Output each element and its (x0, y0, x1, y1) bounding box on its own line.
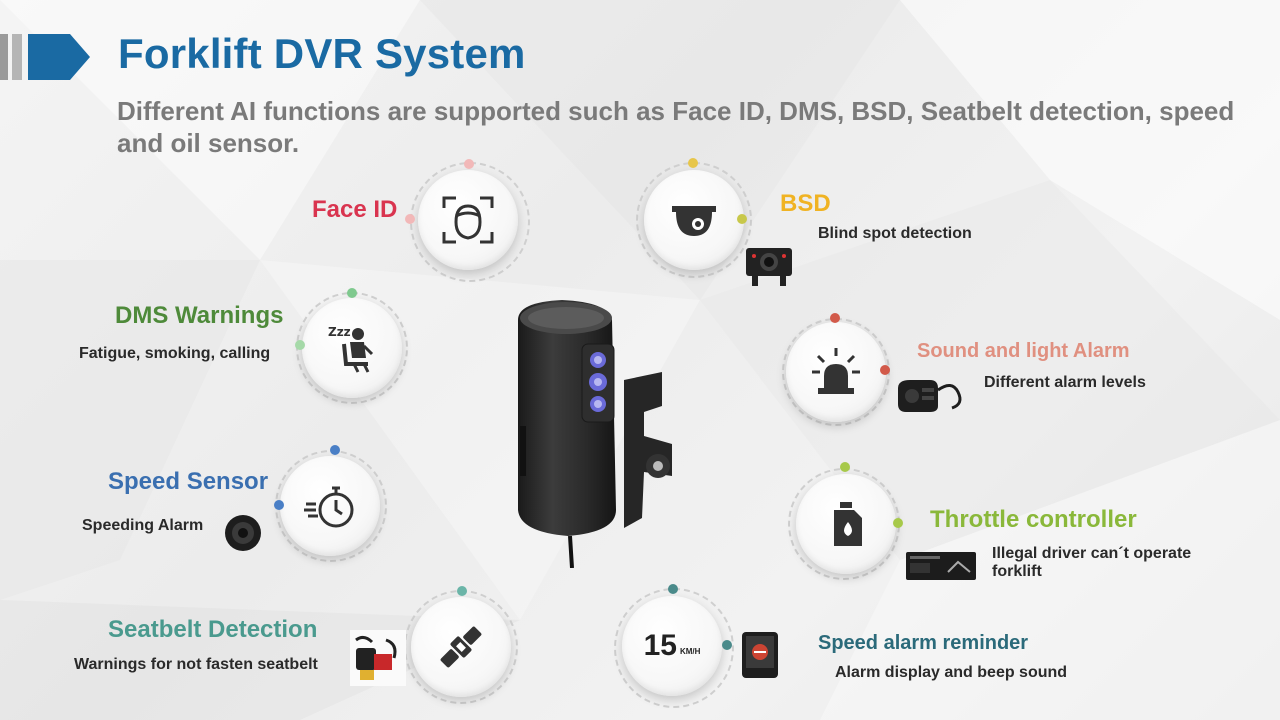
forklift-dvr-camera-image (518, 300, 672, 568)
throttle-controller-product-image (906, 552, 976, 580)
bsd-label: BSD (780, 190, 831, 217)
speed-sensor-label: Speed Sensor (108, 468, 269, 495)
header-accent-bar (0, 34, 8, 80)
speed-sensor-desc: Speeding Alarm (82, 517, 204, 534)
svg-text:Zzz: Zzz (328, 325, 351, 339)
alarm-light-icon (786, 322, 886, 422)
ring-dot (457, 586, 467, 596)
seatbelt-sensor-product-image (350, 630, 406, 686)
seatbelt-buckle-icon (411, 597, 511, 697)
ring-dot (893, 518, 903, 528)
ring-dot (880, 365, 890, 375)
stopwatch-icon (280, 456, 380, 556)
ring-dot (722, 640, 732, 650)
seatbelt-detection-label: Seatbelt Detection (108, 616, 318, 643)
ring-dot (840, 462, 850, 472)
dms-warnings-label: DMS Warnings (115, 302, 284, 329)
face-id-label: Face ID (312, 196, 398, 223)
ring-dot (668, 584, 678, 594)
seatbelt-detection-desc: Warnings for not fasten seatbelt (74, 656, 318, 673)
ring-dot (830, 313, 840, 323)
speed-alarm-reminder-label: Speed alarm reminder (818, 632, 1029, 654)
ring-dot (464, 159, 474, 169)
page-title: Forklift DVR System (118, 30, 526, 77)
speed-unit: KM/H (679, 646, 701, 656)
sound-light-alarm-label: Sound and light Alarm (917, 340, 1130, 362)
throttle-controller-label: Throttle controller (930, 506, 1137, 533)
ring-dot (737, 214, 747, 224)
ring-dot (295, 340, 305, 350)
throttle-controller-desc: Illegal driver can´t operate forklift (992, 545, 1192, 580)
speed-value: 15 (643, 629, 677, 662)
header-arrow-icon (28, 34, 90, 80)
speed-alarm-reminder-desc: Alarm display and beep sound (835, 664, 1068, 681)
ring-dot (274, 500, 284, 510)
alarm-speaker-product-image (898, 380, 962, 412)
bsd-desc: Blind spot detection (818, 225, 972, 242)
face-scan-icon (418, 170, 518, 270)
speed-display-icon: 15 KM/H (622, 596, 722, 696)
ring-dot (347, 288, 357, 298)
page-subtitle: Different AI functions are supported suc… (117, 96, 1235, 158)
header-accent-bar (12, 34, 22, 80)
dms-warnings-desc: Fatigue, smoking, calling (79, 345, 271, 362)
oil-can-icon (796, 474, 896, 574)
ring-dot (688, 158, 698, 168)
ring-dot (405, 214, 415, 224)
drowsy-driver-icon: Zzz (302, 298, 402, 398)
dome-camera-icon (644, 170, 744, 270)
speed-alarm-display-product-image (742, 632, 778, 678)
speed-sensor-product-image (225, 515, 261, 551)
sound-light-alarm-desc: Different alarm levels (984, 374, 1146, 391)
ring-dot (330, 445, 340, 455)
bsd-camera-product-image (746, 248, 792, 286)
